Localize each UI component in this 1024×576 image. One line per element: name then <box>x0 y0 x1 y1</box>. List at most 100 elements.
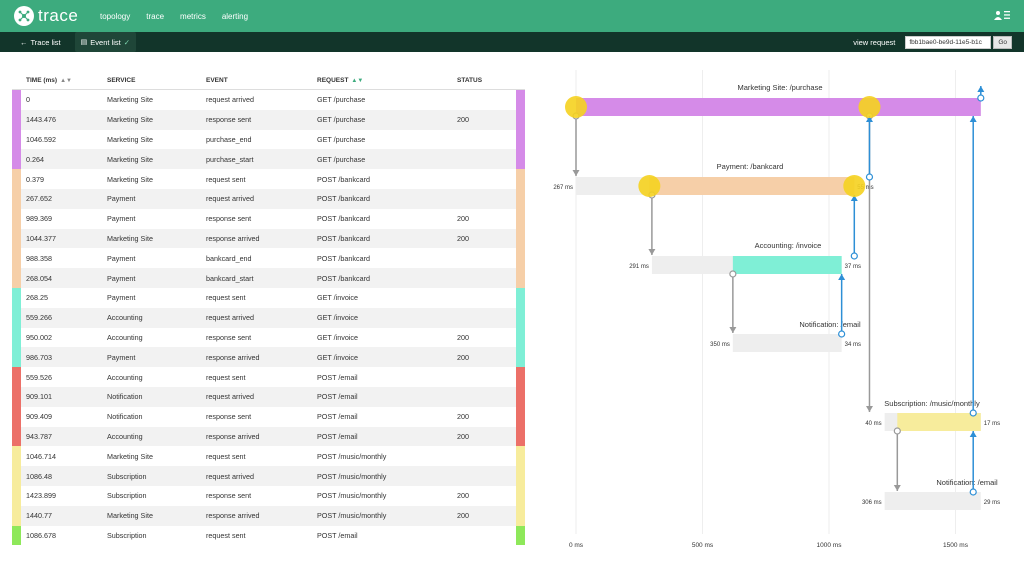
latency-in-label: 306 ms <box>862 500 882 506</box>
go-button[interactable]: Go <box>993 35 1012 49</box>
cell-service: Marketing Site <box>107 115 153 125</box>
nav-alerting[interactable]: alerting <box>221 11 249 21</box>
row-color-bar-right <box>516 485 525 506</box>
sort-icon[interactable]: ▲▼ <box>60 78 72 84</box>
row-color-bar-right <box>516 367 525 387</box>
col-service[interactable]: SERVICE <box>107 77 136 84</box>
highlight-dot <box>858 96 881 118</box>
col-request[interactable]: REQUEST▲▼ <box>317 77 364 84</box>
trace-list-label: Trace list <box>30 37 61 47</box>
row-color-bar <box>12 386 21 407</box>
row-color-bar <box>12 90 21 110</box>
span-label: Accounting: /invoice <box>755 241 822 250</box>
nav-trace[interactable]: trace <box>146 11 165 21</box>
response-arrow-origin <box>977 94 985 102</box>
cell-event: request arrived <box>206 313 254 323</box>
span-track <box>732 334 842 352</box>
app-logo[interactable]: trace <box>14 6 84 26</box>
row-color-bar <box>12 169 21 189</box>
row-color-bar <box>12 505 21 526</box>
cell-time: 0.379 <box>26 174 44 184</box>
cell-event: request arrived <box>206 194 254 204</box>
latency-out-label: 34 ms <box>845 342 861 348</box>
app-name: trace <box>38 6 79 25</box>
latency-out-label: 17 ms <box>984 421 1000 427</box>
cell-service: Marketing Site <box>107 174 153 184</box>
col-time[interactable]: TIME (ms)▲▼ <box>26 77 72 84</box>
col-status[interactable]: STATUS <box>457 77 483 84</box>
cell-service: Payment <box>107 253 136 263</box>
cell-time: 943.787 <box>26 431 52 441</box>
cell-request: POST /email <box>317 530 358 540</box>
row-color-bar-right <box>516 386 525 407</box>
nav-metrics[interactable]: metrics <box>180 11 206 21</box>
cell-service: Accounting <box>107 332 143 342</box>
cell-request: POST /bankcard <box>317 233 371 243</box>
cell-request: GET /invoice <box>317 332 359 342</box>
row-color-bar <box>12 446 21 467</box>
span-bar <box>897 413 981 431</box>
user-menu-icon[interactable] <box>994 10 1010 22</box>
cell-status: 200 <box>457 233 469 243</box>
row-color-bar <box>12 287 21 308</box>
event-list-tab[interactable]: ▤ Event list ✓ <box>74 32 137 52</box>
list-icon: ▤ <box>80 39 88 46</box>
cell-service: Marketing Site <box>107 451 153 461</box>
cell-event: response arrived <box>206 511 260 521</box>
cell-event: response arrived <box>206 352 260 362</box>
cell-status: 200 <box>457 332 469 342</box>
cell-event: response sent <box>206 214 252 224</box>
request-id-input[interactable] <box>905 35 992 49</box>
latency-out-label: 37 ms <box>845 264 861 270</box>
sort-active-icon[interactable]: ▲▼ <box>351 78 364 84</box>
trace-logo-icon <box>14 6 34 26</box>
row-color-bar <box>12 426 21 447</box>
cell-event: purchase_end <box>206 134 252 144</box>
cell-service: Marketing Site <box>107 511 153 521</box>
row-color-bar-right <box>516 446 525 467</box>
highlight-dot <box>638 175 661 197</box>
cell-time: 1044.377 <box>26 233 56 243</box>
response-arrow-head <box>977 86 985 92</box>
sub-navbar: ← Trace list ▤ Event list ✓ <box>0 32 1024 52</box>
trace-list-link[interactable]: ← Trace list <box>14 32 67 52</box>
cell-time: 559.526 <box>26 372 52 382</box>
nav-topology[interactable]: topology <box>100 11 131 21</box>
col-event[interactable]: EVENT <box>206 77 228 84</box>
response-arrow-head <box>850 195 858 201</box>
row-color-bar <box>12 307 21 328</box>
row-color-bar-right <box>516 188 525 209</box>
row-color-bar <box>12 406 21 427</box>
cell-request: GET /invoice <box>317 352 359 362</box>
cell-request: GET /purchase <box>317 115 366 125</box>
response-arrow-origin <box>969 488 977 496</box>
latency-in-label: 350 ms <box>710 342 730 348</box>
cell-event: response arrived <box>206 431 260 441</box>
row-color-bar-right <box>516 287 525 308</box>
cell-time: 986.703 <box>26 352 52 362</box>
